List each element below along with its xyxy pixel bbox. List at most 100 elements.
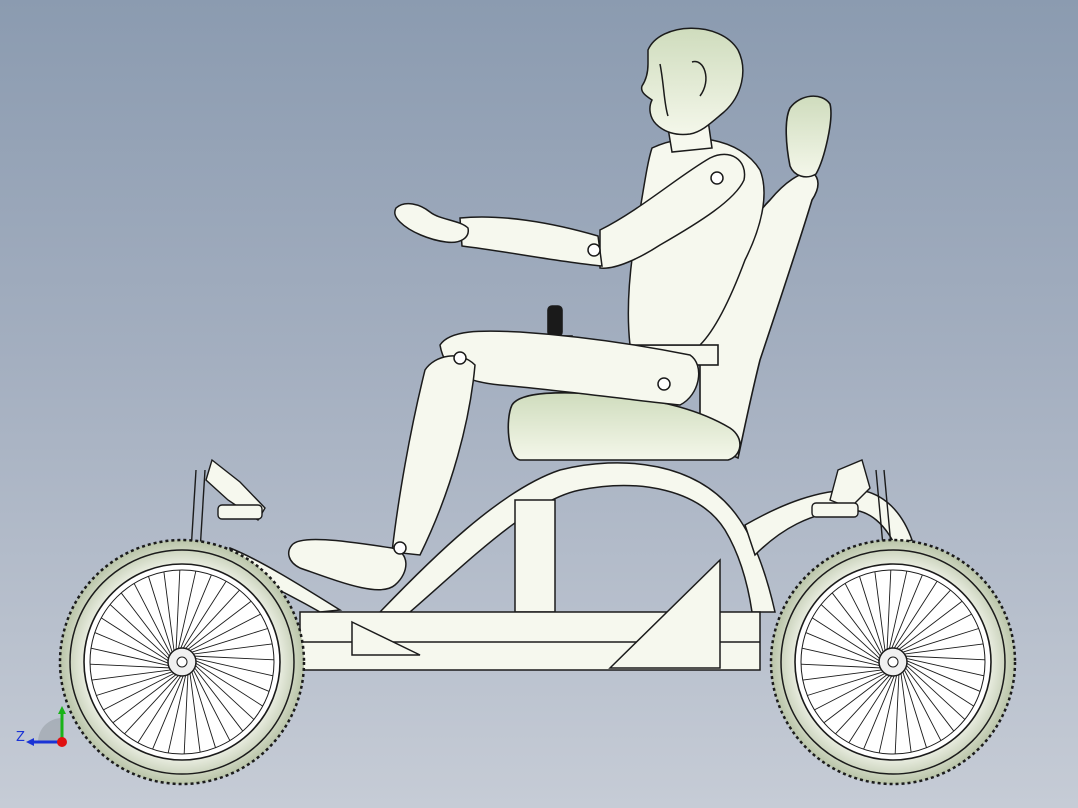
- wheel-spoke: [823, 672, 890, 724]
- wheel-spoke: [814, 671, 888, 711]
- mannequin-shin: [391, 355, 476, 556]
- wheel-spoke: [192, 655, 274, 661]
- wheel-spoke: [193, 659, 270, 692]
- mannequin-hand: [394, 202, 469, 244]
- wheel-spoke: [900, 628, 979, 654]
- seat: [507, 95, 832, 461]
- frame-arch: [378, 462, 776, 613]
- wheel-spoke: [903, 665, 955, 732]
- wheel-spoke: [886, 570, 892, 652]
- wheel-spoke: [190, 669, 216, 748]
- wheel-spoke: [187, 613, 261, 653]
- wheel-spoke: [181, 581, 227, 651]
- wheel-spoke: [878, 673, 898, 754]
- mannequin-face: [659, 60, 707, 117]
- wheel-spoke: [193, 661, 263, 707]
- wheel-spoke: [859, 576, 885, 655]
- wheel-spoke: [96, 670, 175, 696]
- wheel-spoke: [185, 600, 252, 652]
- wheel-spoke: [120, 592, 172, 659]
- wheel-spoke: [801, 647, 882, 667]
- wheel-spoke: [820, 604, 882, 661]
- wheel-spoke: [183, 589, 240, 651]
- wheel-spoke: [152, 673, 185, 750]
- wheel-spoke: [163, 571, 175, 653]
- wheel-spoke: [124, 673, 181, 735]
- wheel-spoke: [805, 632, 882, 665]
- wheel-spoke: [189, 671, 201, 753]
- frame-brace-right: [608, 558, 721, 669]
- wheel-spoke: [103, 671, 177, 711]
- coordinate-triad[interactable]: Z: [12, 700, 82, 760]
- shoulder-joint: [710, 171, 724, 185]
- rear-suspension: [811, 459, 897, 601]
- mannequin-forearm: [459, 216, 603, 267]
- wheel-spoke: [807, 670, 886, 696]
- wheel-spoke: [896, 600, 963, 652]
- wheel-spoke: [109, 604, 171, 661]
- wheel-spoke: [894, 589, 951, 651]
- wheel-spoke: [903, 655, 985, 661]
- headrest: [785, 95, 832, 178]
- wheel-spoke: [835, 673, 892, 735]
- wheel-spoke: [898, 613, 972, 653]
- mannequin-thigh: [439, 330, 700, 406]
- wheel-spoke: [137, 673, 183, 743]
- wheel-spoke: [874, 571, 886, 653]
- wheel-spoke: [801, 663, 883, 669]
- seat-cushion: [507, 391, 741, 461]
- wheel-spoke: [902, 643, 984, 655]
- wheel-spoke: [112, 672, 179, 724]
- frame-pillar: [514, 499, 556, 613]
- wheel-spoke: [90, 663, 172, 669]
- joystick-handle: [547, 305, 563, 337]
- wheel-spoke: [904, 659, 981, 692]
- wheel-spoke: [831, 592, 883, 659]
- wheel-spoke: [193, 657, 274, 677]
- wheel-spoke: [890, 574, 923, 651]
- knee-joint: [453, 351, 467, 365]
- wheel-spoke: [91, 669, 173, 681]
- wheel-spoke: [177, 570, 197, 651]
- wheel-spoke: [175, 570, 181, 652]
- wheel-spoke: [901, 669, 927, 748]
- wheel-spoke: [191, 667, 231, 741]
- frame-brace-left: [351, 620, 421, 656]
- wheel-spoke: [904, 657, 985, 677]
- z-axis-label: Z: [16, 730, 25, 745]
- wheel-spoke: [148, 576, 174, 655]
- mannequin-foot: [287, 538, 407, 591]
- ankle-joint: [393, 541, 407, 555]
- wheel-spoke: [179, 574, 212, 651]
- wheel-spoke: [902, 667, 942, 741]
- triad-axes-icon: [26, 706, 67, 747]
- wheel-spoke: [167, 673, 187, 754]
- front-suspension: [187, 458, 266, 601]
- wheel-spoke: [894, 672, 900, 754]
- wheel-spoke: [900, 671, 912, 753]
- mannequin-upper-arm: [599, 153, 746, 269]
- wheel-spoke: [863, 673, 896, 750]
- wheel-spoke: [189, 628, 268, 654]
- wheel-spoke: [904, 663, 966, 720]
- wheel-spoke: [888, 570, 908, 651]
- wheel-spoke: [844, 583, 884, 657]
- mannequin-head: [640, 27, 744, 136]
- frame-rear-strut: [744, 489, 913, 557]
- wheel-spoke: [183, 672, 189, 754]
- wheel-spoke: [848, 673, 894, 743]
- vehicle-frame: [227, 462, 913, 671]
- wheel-spoke: [90, 647, 171, 667]
- wheel-spoke: [904, 661, 974, 707]
- wheel-spoke: [133, 583, 173, 657]
- hip-joint: [657, 377, 671, 391]
- wheel-spoke: [892, 581, 938, 651]
- wheel-spoke: [192, 665, 244, 732]
- wheel-spoke: [101, 617, 171, 663]
- driver-mannequin: [287, 27, 765, 591]
- wheel-spoke: [94, 632, 171, 665]
- wheel-spoke: [802, 669, 884, 681]
- rear-wheel: [769, 538, 1017, 786]
